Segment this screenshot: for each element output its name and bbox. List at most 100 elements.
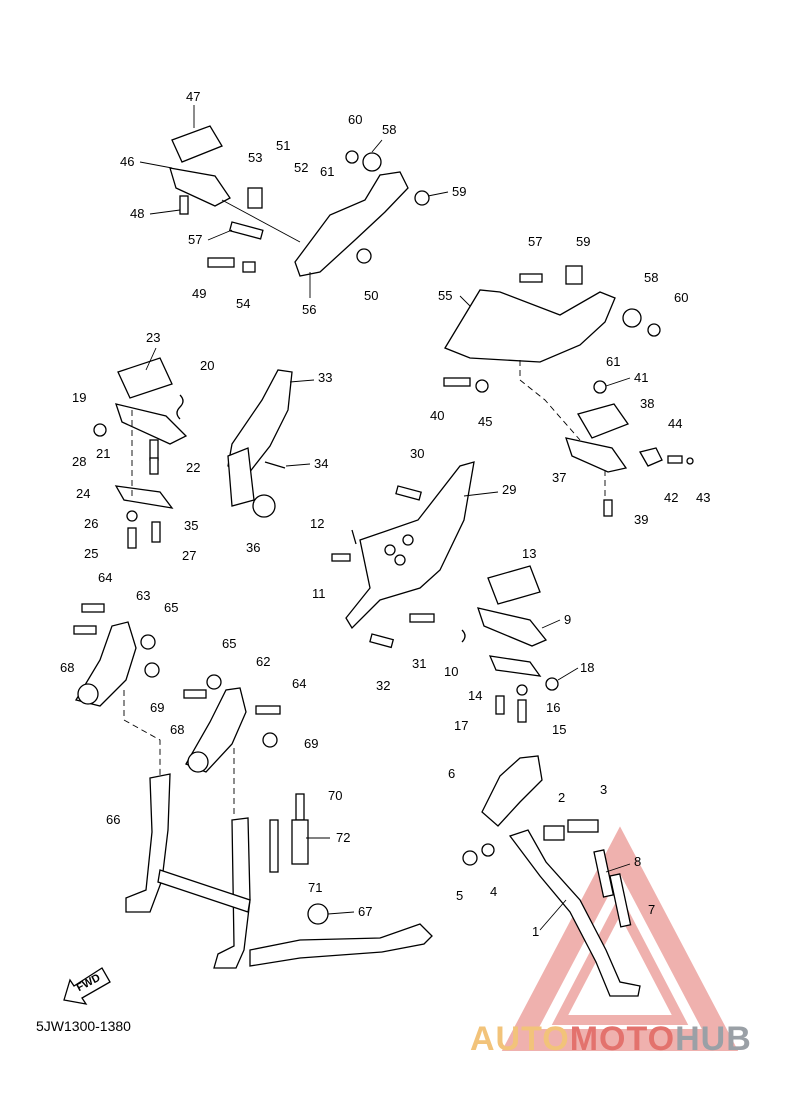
callout: 38 [640,396,654,411]
callout: 30 [410,446,424,461]
callout: 57 [528,234,542,249]
bushing-59 [565,265,583,285]
nut-18 [545,677,559,691]
callout: 61 [606,354,620,369]
callout: 4 [490,884,497,899]
main-stand-group [73,603,433,969]
bolt-39 [603,499,613,517]
collar-54 [242,261,256,273]
stand-66-leg [213,817,251,969]
leader [541,619,561,629]
footrest-46 [169,167,231,207]
bolt-57a [228,221,264,240]
washer-60 [345,150,359,164]
callout: 66 [106,812,120,827]
bracket-6 [481,755,543,827]
leader [149,209,181,215]
callout: 57 [188,232,202,247]
bolt-25 [127,527,137,549]
callout: 71 [308,880,322,895]
callout: 31 [412,656,426,671]
callout: 61 [320,164,334,179]
pin-22 [149,457,159,475]
callout: 39 [634,512,648,527]
front-right-footrest-group [331,461,559,723]
callout: 35 [184,518,198,533]
leader [539,899,567,931]
callout: 32 [376,678,390,693]
callout: 62 [256,654,270,669]
callout: 65 [222,636,236,651]
bolt-15 [517,699,527,723]
callout: 11 [312,586,326,601]
bolt-30 [395,485,422,501]
callout: 10 [444,664,458,679]
callout: 53 [248,150,262,165]
callout: 13 [522,546,536,561]
watermark-triangle-outer [501,826,739,1051]
bolt-40 [443,377,471,387]
dash-line-top [221,199,301,243]
callout: 55 [438,288,452,303]
spring-7 [609,873,632,928]
callout: 68 [60,660,74,675]
bolt-49 [207,257,235,268]
callout: 58 [644,270,658,285]
footrest-lower-14 [488,655,542,677]
callout: 56 [302,302,316,317]
callout: 22 [186,460,200,475]
callout: 29 [502,482,516,497]
bolt-68b [183,689,207,699]
stand-66 [125,773,171,913]
callout: 8 [634,854,641,869]
spring-10 [461,629,466,643]
callout: 40 [430,408,444,423]
callout: 58 [382,122,396,137]
spring-71 [269,819,279,873]
callout: 18 [580,660,594,675]
bolt-3 [567,819,599,833]
leader [557,667,579,681]
callout: 3 [600,782,607,797]
callout: 26 [84,516,98,531]
footrest-rubber-47 [171,125,223,163]
callout: 37 [552,470,566,485]
footrest-rubber-38 [577,403,630,439]
plate-53 [247,187,263,209]
callout-layer: 47 46 48 53 51 52 60 58 61 59 57 49 54 5… [60,89,710,939]
washer-26 [126,510,138,522]
washer-4 [481,843,495,857]
leader [207,229,233,241]
side-stand-group [462,755,641,997]
callout: 54 [236,296,250,311]
callout: 16 [546,700,560,715]
dash-line-stand-a [123,690,161,776]
bolt-64a [81,603,105,613]
callout: 50 [364,288,378,303]
leader [145,347,157,371]
bracket-62-roller [187,751,209,773]
callout: 19 [72,390,86,405]
bolt-48 [179,195,189,215]
nut-65a [140,634,156,650]
nut-69a [144,662,160,678]
callout: 65 [164,600,178,615]
leader [285,463,311,467]
callout: 28 [72,454,86,469]
callout: 12 [310,516,324,531]
callout: 59 [452,184,466,199]
dash-line-right [519,360,606,500]
callout: 43 [696,490,710,505]
bolt-32 [369,633,395,649]
callout: 23 [146,330,160,345]
callout: 6 [448,766,455,781]
bracket-55 [444,289,616,363]
plate-44 [639,447,663,467]
pin-11 [331,553,351,562]
watermark-part1: AUTO [470,1020,570,1058]
callout: 44 [668,416,682,431]
callout: 34 [314,456,328,471]
callout: 69 [304,736,318,751]
ball-43 [686,457,694,465]
